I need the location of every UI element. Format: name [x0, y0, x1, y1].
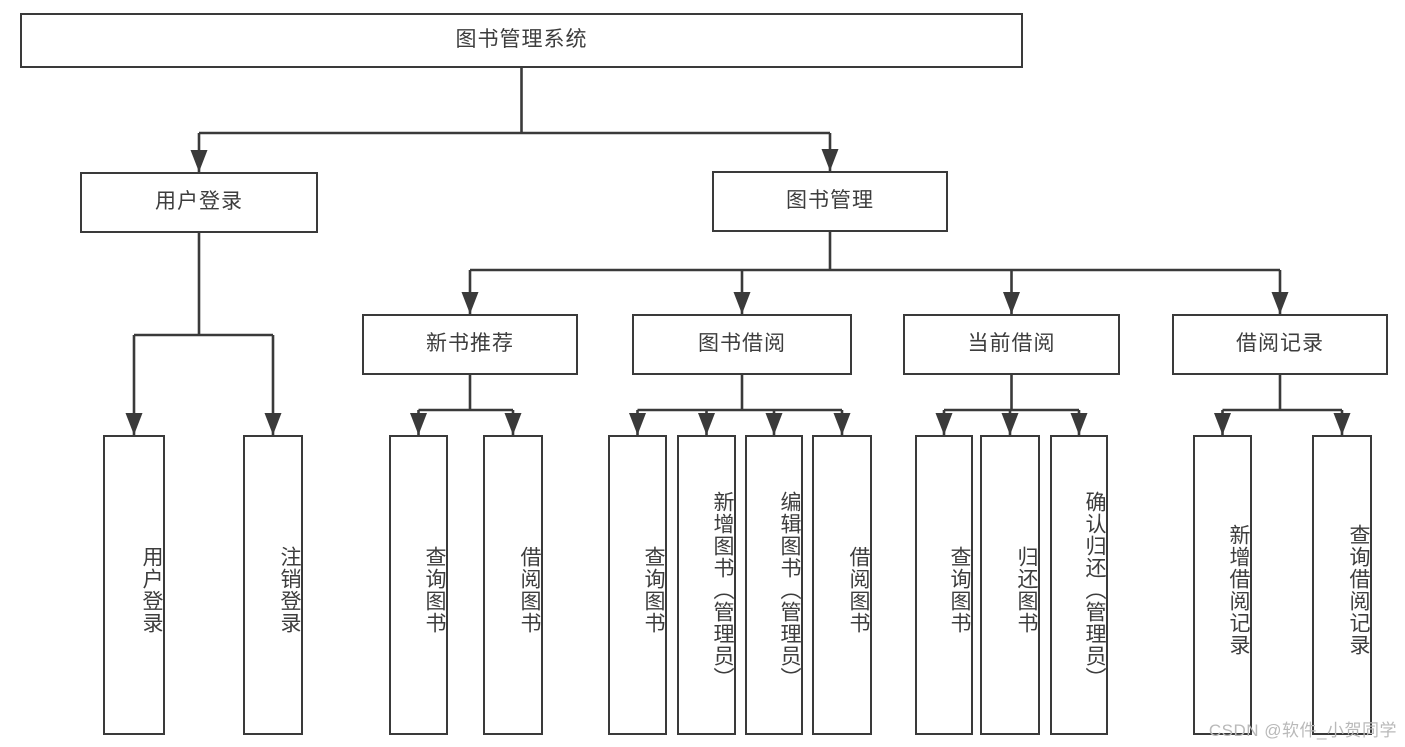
node-label-leaf-rec-2: 查询借阅记录 — [1347, 524, 1370, 656]
node-box-leaf-cur-3[interactable]: 确认归还（管理员） — [1050, 435, 1108, 735]
node-box-leaf-rec-1[interactable]: 新增借阅记录 — [1193, 435, 1252, 735]
node-label-leaf-borrow-2: 新增图书（管理员） — [711, 491, 734, 689]
node-box-leaf-borrow-2[interactable]: 新增图书（管理员） — [677, 435, 736, 735]
node-label-root: 图书管理系统 — [455, 28, 588, 52]
arrowhead-icon-leaf-cur-1 — [935, 413, 953, 435]
node-label-leaf-borrow-1: 查询图书 — [642, 546, 665, 634]
watermark-text: CSDN @软件_小贺同学 — [1208, 721, 1397, 740]
node-label-leaf-rec-1: 新增借阅记录 — [1227, 524, 1250, 656]
node-box-leaf-borrow-4[interactable]: 借阅图书 — [812, 435, 872, 735]
arrowhead-icon-leaf-rec-2 — [1333, 413, 1351, 435]
arrowhead-icon-leaf-cur-2 — [1001, 413, 1019, 435]
node-label-login: 用户登录 — [155, 190, 243, 214]
node-label-leaf-cur-2: 归还图书 — [1015, 546, 1038, 634]
node-box-bookmgmt[interactable]: 图书管理 — [712, 171, 948, 232]
arrowhead-icon-leaf-login-1 — [125, 413, 143, 435]
node-box-current[interactable]: 当前借阅 — [903, 314, 1120, 375]
arrowhead-icon-login — [190, 150, 208, 172]
node-box-leaf-rec-2[interactable]: 查询借阅记录 — [1312, 435, 1372, 735]
node-box-newbook[interactable]: 新书推荐 — [362, 314, 578, 375]
node-label-leaf-cur-1: 查询图书 — [948, 546, 971, 634]
arrowhead-icon-records — [1271, 292, 1289, 314]
node-label-leaf-cur-3: 确认归还（管理员） — [1083, 491, 1106, 689]
node-label-leaf-borrow-3: 编辑图书（管理员） — [778, 491, 801, 689]
node-box-root[interactable]: 图书管理系统 — [20, 13, 1023, 68]
node-box-leaf-new-1[interactable]: 查询图书 — [389, 435, 448, 735]
node-label-leaf-new-1: 查询图书 — [423, 546, 446, 634]
node-label-leaf-login-1: 用户登录 — [140, 546, 163, 634]
node-label-leaf-borrow-4: 借阅图书 — [847, 546, 870, 634]
arrowhead-icon-leaf-borrow-2 — [698, 413, 715, 435]
node-box-borrow[interactable]: 图书借阅 — [632, 314, 852, 375]
node-label-records: 借阅记录 — [1236, 332, 1324, 356]
node-label-newbook: 新书推荐 — [426, 332, 514, 356]
node-box-leaf-login-2[interactable]: 注销登录 — [243, 435, 303, 735]
arrowhead-icon-leaf-new-2 — [504, 413, 522, 435]
node-box-leaf-login-1[interactable]: 用户登录 — [103, 435, 165, 735]
arrowhead-icon-newbook — [461, 292, 479, 314]
node-box-leaf-cur-1[interactable]: 查询图书 — [915, 435, 973, 735]
arrowhead-icon-leaf-cur-3 — [1070, 413, 1088, 435]
node-box-leaf-cur-2[interactable]: 归还图书 — [980, 435, 1040, 735]
node-label-bookmgmt: 图书管理 — [786, 189, 874, 213]
arrowhead-icon-leaf-login-2 — [264, 413, 282, 435]
node-label-leaf-login-2: 注销登录 — [278, 546, 301, 634]
arrowhead-icon-leaf-new-1 — [410, 413, 427, 435]
node-label-borrow: 图书借阅 — [698, 332, 786, 356]
arrowhead-icon-current — [1003, 292, 1020, 314]
node-box-leaf-borrow-3[interactable]: 编辑图书（管理员） — [745, 435, 803, 735]
arrowhead-icon-leaf-borrow-1 — [629, 413, 646, 435]
node-box-login[interactable]: 用户登录 — [80, 172, 318, 233]
node-box-leaf-new-2[interactable]: 借阅图书 — [483, 435, 543, 735]
node-label-leaf-new-2: 借阅图书 — [518, 546, 541, 634]
arrowhead-icon-leaf-rec-1 — [1214, 413, 1231, 435]
arrowhead-icon-leaf-borrow-4 — [833, 413, 851, 435]
arrowhead-icon-leaf-borrow-3 — [765, 413, 783, 435]
arrowhead-icon-bookmgmt — [821, 149, 839, 171]
node-box-records[interactable]: 借阅记录 — [1172, 314, 1388, 375]
arrowhead-icon-borrow — [733, 292, 751, 314]
node-box-leaf-borrow-1[interactable]: 查询图书 — [608, 435, 667, 735]
node-label-current: 当前借阅 — [967, 332, 1056, 356]
